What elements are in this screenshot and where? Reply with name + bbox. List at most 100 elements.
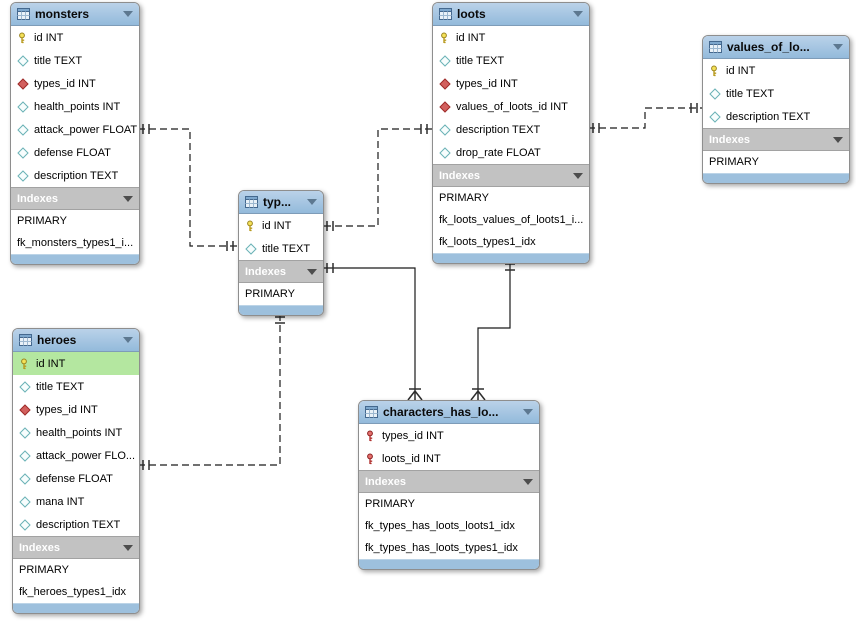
table-header-characters_has_loots[interactable]: characters_has_lo...	[359, 401, 539, 424]
column-row[interactable]: id INT	[239, 214, 323, 237]
column-row[interactable]: title TEXT	[11, 49, 139, 72]
column-row[interactable]: attack_power FLO...	[13, 444, 139, 467]
chevron-down-icon[interactable]	[523, 478, 533, 485]
relationship-line[interactable]	[322, 128, 432, 227]
index-row[interactable]: fk_types_has_loots_types1_idx	[359, 537, 539, 559]
column-row[interactable]: description TEXT	[11, 164, 139, 187]
table-icon	[365, 406, 378, 418]
column-row[interactable]: drop_rate FLOAT	[433, 141, 589, 164]
index-row[interactable]: PRIMARY	[239, 283, 323, 305]
table-title: loots	[457, 7, 486, 21]
chevron-down-icon[interactable]	[573, 11, 583, 17]
index-row[interactable]: PRIMARY	[703, 151, 849, 173]
primary-key-icon	[439, 32, 451, 44]
column-icon	[19, 495, 31, 508]
foreign-key-icon	[439, 77, 451, 90]
relationship-line[interactable]	[138, 128, 238, 247]
indexes-section-header[interactable]: Indexes	[11, 187, 139, 210]
relationship-monsters-types[interactable]	[138, 124, 238, 251]
column-row[interactable]: attack_power FLOAT	[11, 118, 139, 141]
column-row[interactable]: id INT	[11, 26, 139, 49]
table-footer	[13, 603, 139, 613]
column-row[interactable]: title TEXT	[239, 237, 323, 260]
column-row[interactable]: types_id INT	[359, 424, 539, 447]
relationship-line[interactable]	[477, 258, 511, 391]
indexes-section-header[interactable]: Indexes	[703, 128, 849, 151]
table-icon	[709, 41, 722, 53]
table-header-monsters[interactable]: monsters	[11, 3, 139, 26]
chevron-down-icon[interactable]	[523, 409, 533, 415]
relationship-loots-values_of_loots[interactable]	[588, 103, 702, 133]
column-row[interactable]: defense FLOAT	[11, 141, 139, 164]
index-row[interactable]: fk_monsters_types1_i...	[11, 232, 139, 254]
column-row[interactable]: title TEXT	[13, 375, 139, 398]
indexes-section-header[interactable]: Indexes	[359, 470, 539, 493]
relationship-types-characters_has_loots[interactable]	[322, 263, 423, 401]
column-row[interactable]: health_points INT	[11, 95, 139, 118]
index-row[interactable]: PRIMARY	[13, 559, 139, 581]
column-row[interactable]: types_id INT	[11, 72, 139, 95]
indexes-section-header[interactable]: Indexes	[433, 164, 589, 187]
column-row[interactable]: types_id INT	[433, 72, 589, 95]
column-row[interactable]: mana INT	[13, 490, 139, 513]
column-row[interactable]: id INT	[433, 26, 589, 49]
index-row[interactable]: fk_heroes_types1_idx	[13, 581, 139, 603]
table-header-types[interactable]: typ...	[239, 191, 323, 214]
column-row[interactable]: types_id INT	[13, 398, 139, 421]
relationship-line[interactable]	[138, 310, 281, 466]
table-header-heroes[interactable]: heroes	[13, 329, 139, 352]
index-row[interactable]: fk_types_has_loots_loots1_idx	[359, 515, 539, 537]
chevron-down-icon[interactable]	[307, 199, 317, 205]
relationship-loots-characters_has_loots[interactable]	[470, 258, 515, 401]
column-row[interactable]: description TEXT	[13, 513, 139, 536]
relationship-heroes-types[interactable]	[138, 310, 285, 470]
index-row[interactable]: PRIMARY	[359, 493, 539, 515]
column-row[interactable]: health_points INT	[13, 421, 139, 444]
column-label: title TEXT	[36, 380, 85, 393]
index-row[interactable]: PRIMARY	[11, 210, 139, 232]
foreign-key-icon	[17, 77, 29, 90]
indexes-section-header[interactable]: Indexes	[239, 260, 323, 283]
table-header-values_of_loots[interactable]: values_of_lo...	[703, 36, 849, 59]
cardinality-marker	[142, 124, 234, 251]
column-label: id INT	[726, 64, 756, 77]
chevron-down-icon[interactable]	[123, 337, 133, 343]
column-row[interactable]: description TEXT	[703, 105, 849, 128]
column-row[interactable]: id INT	[13, 352, 139, 375]
column-row[interactable]: loots_id INT	[359, 447, 539, 470]
chevron-down-icon[interactable]	[123, 195, 133, 202]
column-label: types_id INT	[382, 429, 444, 442]
column-row[interactable]: values_of_loots_id INT	[433, 95, 589, 118]
column-row[interactable]: title TEXT	[703, 82, 849, 105]
chevron-down-icon[interactable]	[307, 268, 317, 275]
chevron-down-icon[interactable]	[123, 544, 133, 551]
indexes-section-header[interactable]: Indexes	[13, 536, 139, 559]
table-icon	[439, 8, 452, 20]
column-row[interactable]: description TEXT	[433, 118, 589, 141]
chevron-down-icon[interactable]	[573, 172, 583, 179]
index-row[interactable]: fk_loots_values_of_loots1_i...	[433, 209, 589, 231]
column-row[interactable]: title TEXT	[433, 49, 589, 72]
table-header-loots[interactable]: loots	[433, 3, 589, 26]
relationship-line[interactable]	[322, 267, 416, 391]
foreign-key-icon	[439, 100, 451, 113]
column-row[interactable]: id INT	[703, 59, 849, 82]
index-row[interactable]: PRIMARY	[433, 187, 589, 209]
chevron-down-icon[interactable]	[123, 11, 133, 17]
relationship-line[interactable]	[588, 107, 702, 129]
column-label: id INT	[456, 31, 486, 44]
column-row[interactable]: defense FLOAT	[13, 467, 139, 490]
chevron-down-icon[interactable]	[833, 136, 843, 143]
table-figure-characters_has_loots[interactable]: characters_has_lo... types_id INT loots_id…	[358, 400, 540, 570]
table-title: heroes	[37, 333, 77, 347]
chevron-down-icon[interactable]	[833, 44, 843, 50]
index-row[interactable]: fk_loots_types1_idx	[433, 231, 589, 253]
relationship-loots-types[interactable]	[322, 124, 432, 231]
column-icon	[19, 380, 31, 393]
